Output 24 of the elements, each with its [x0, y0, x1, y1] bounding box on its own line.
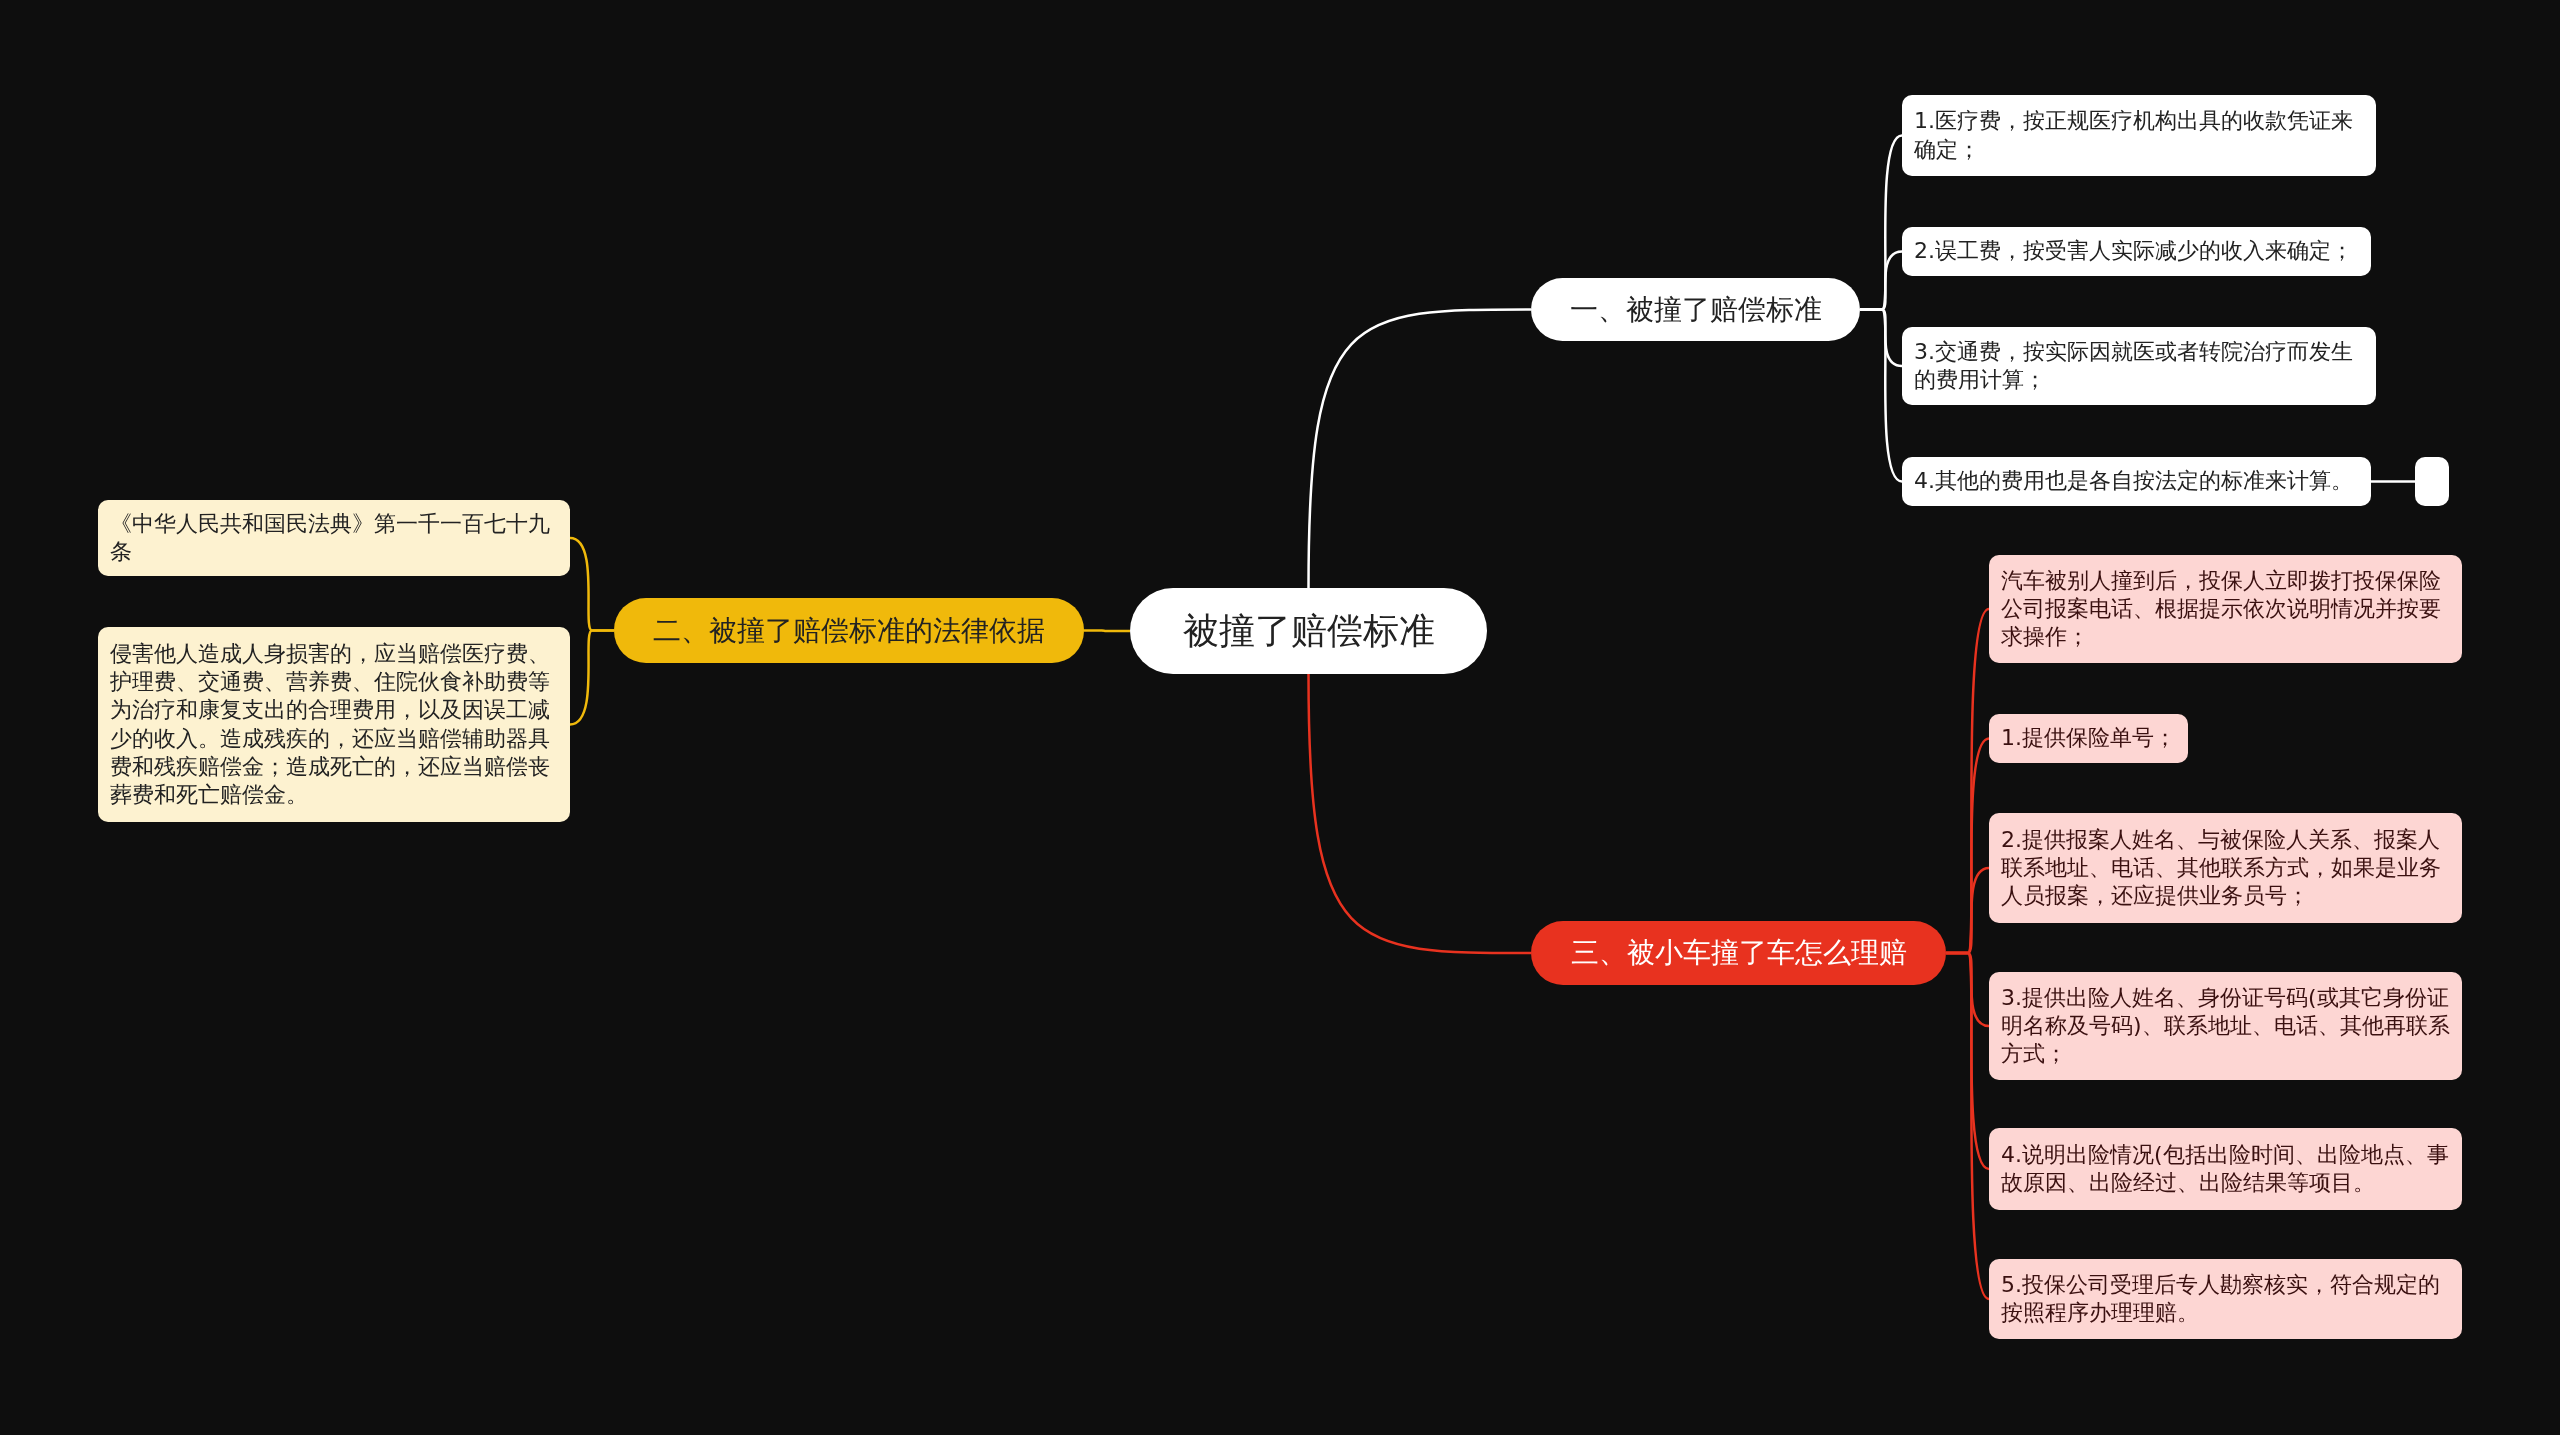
subtopic-box: 3.交通费，按实际因就医或者转院治疗而发生的费用计算；	[1902, 327, 2376, 405]
subtopic-box: 5.投保公司受理后专人勘察核实，符合规定的按照程序办理理赔。	[1989, 1259, 2462, 1339]
connector-line	[1307, 674, 1531, 955]
subtopic-box: 3.提供出险人姓名、身份证号码(或其它身份证明名称及号码)、联系地址、电话、其他再联系方式；	[1989, 972, 2462, 1080]
topic-box: 二、被撞了赔偿标准的法律依据	[614, 598, 1084, 663]
subtopic-box: 2.误工费，按受害人实际减少的收入来确定；	[1902, 227, 2371, 276]
connector-line	[569, 629, 614, 726]
subtopic-box: 汽车被别人撞到后，投保人立即拨打投保保险公司报案电话、根据提示依次说明情况并按要求操作；	[1989, 555, 2462, 663]
topic-box: 三、被小车撞了车怎么理赔	[1531, 921, 1946, 985]
connector-line	[1084, 629, 1130, 633]
subtopic-box: 《中华人民共和国民法典》第一千一百七十九条	[98, 500, 570, 576]
subtopic-box: 1.医疗费，按正规医疗机构出具的收款凭证来确定；	[1902, 95, 2376, 176]
subtopic-box: 4.说明出险情况(包括出险时间、出险地点、事故原因、出险经过、出险结果等项目。	[1989, 1128, 2462, 1210]
connector-line	[1946, 951, 1990, 1300]
connector-line	[2371, 480, 2415, 483]
empty-box	[2415, 457, 2449, 506]
central-topic: 被撞了赔偿标准	[1130, 588, 1487, 674]
subtopic-box: 1.提供保险单号；	[1989, 714, 2188, 763]
topic-box: 一、被撞了赔偿标准	[1531, 278, 1860, 341]
subtopic-box: 侵害他人造成人身损害的，应当赔偿医疗费、护理费、交通费、营养费、住院伙食补助费等为治疗和康复支出的合理费用，以及因误工减少的收入。造成残疾的，还应当赔偿辅助器具费和残疾赔偿金；造成死亡的，还应当赔偿丧葬费和死亡赔偿金。	[98, 627, 570, 822]
subtopic-box: 2.提供报案人姓名、与被保险人关系、报案人联系地址、电话、其他联系方式，如果是业务人员报案，还应提供业务员号；	[1989, 813, 2462, 923]
subtopic-box: 4.其他的费用也是各自按法定的标准来计算。	[1902, 457, 2371, 506]
connector-line	[1307, 308, 1531, 588]
connector-line	[1860, 308, 1903, 483]
